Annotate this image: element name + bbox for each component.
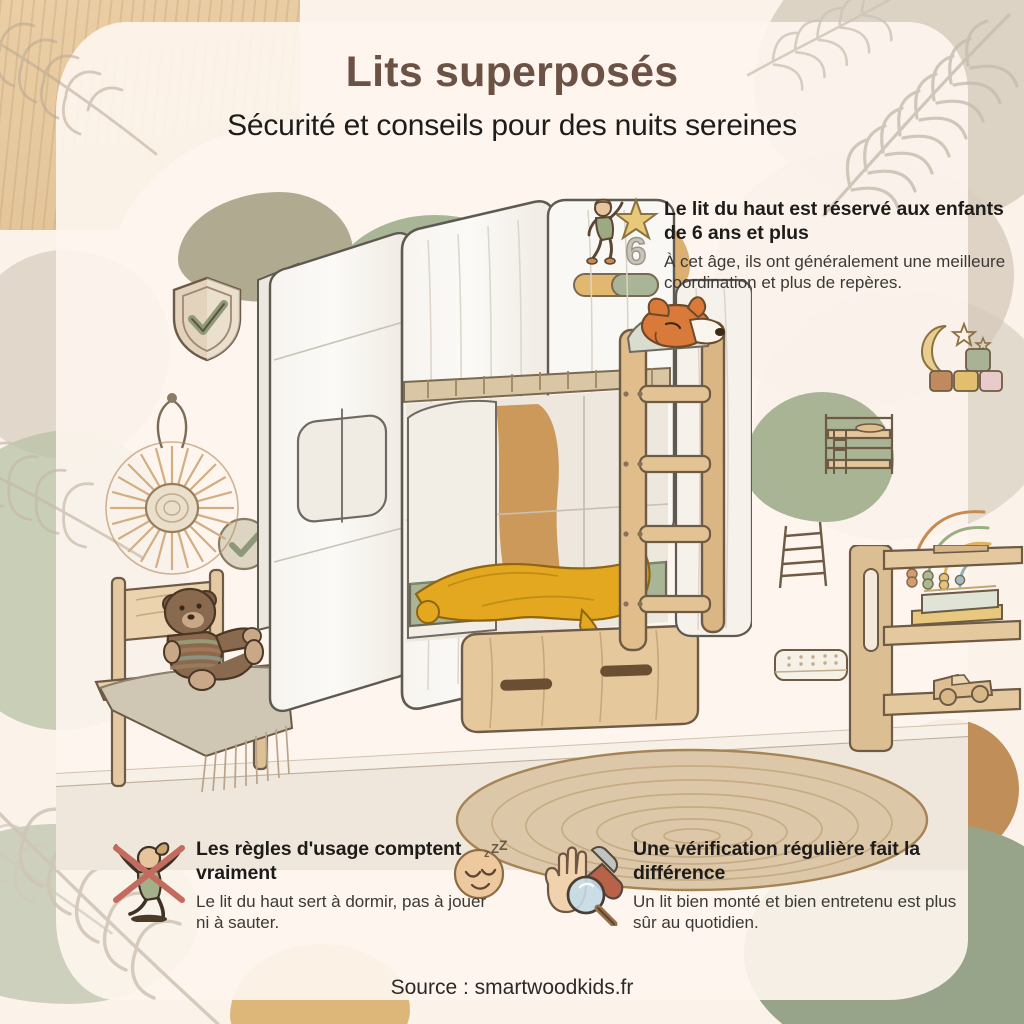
teddy-bear-icon <box>162 587 264 691</box>
no-jumping-child-icon <box>113 842 185 922</box>
wooden-blocks-icon <box>929 348 1003 392</box>
hand-magnifier-screwdriver-icon <box>544 846 624 926</box>
page-title: Lits superposés <box>345 48 679 96</box>
fox-plush-icon <box>626 296 725 354</box>
svg-text:Z: Z <box>499 840 508 853</box>
palm-frond-small-icon <box>746 0 915 91</box>
header: Lits superposés Sécurité et conseils pou… <box>0 48 1024 143</box>
svg-text:6: 6 <box>625 231 646 270</box>
callout-age-body: À cet âge, ils ont généralement une meil… <box>664 251 1006 293</box>
small-ladder-icon <box>778 521 828 589</box>
callout-rules-title: Les règles d'usage comptent vraiment <box>196 838 462 884</box>
bunk-bed-icon <box>824 414 894 474</box>
background-blob-right-green <box>744 392 894 522</box>
rainbow-stacker-icon <box>906 510 994 591</box>
palm-frond-top-left-icon <box>0 22 158 156</box>
callout-check-title: Une vérification régulière fait la diffé… <box>633 838 921 884</box>
svg-text:Z: Z <box>491 841 499 856</box>
page-subtitle: Sécurité et conseils pour des nuits sere… <box>227 109 797 142</box>
callout-rules-body: Le lit du haut sert à dormir, pas à joue… <box>196 891 487 933</box>
toy-car-icon <box>933 673 994 706</box>
rattan-sunburst-wall-hanging-icon <box>105 393 239 575</box>
callout-rules: Les règles d'usage comptent vraiment Le … <box>196 838 496 934</box>
callout-check: Une vérification régulière fait la diffé… <box>633 838 973 934</box>
palm-frond-left-icon <box>0 441 145 560</box>
wooden-chair-with-teddy-bear <box>94 568 294 793</box>
sleeping-face-icon: z Z Z <box>453 840 508 900</box>
callout-check-body: Un lit bien monté et bien entretenu est … <box>633 891 957 933</box>
source-footer: Source : smartwoodkids.fr <box>390 976 634 999</box>
climbing-child-star-six-icon: 6 <box>586 197 659 270</box>
callout-age-title: Le lit du haut est réservé aux enfants d… <box>664 198 1004 244</box>
wooden-wall-shelf <box>848 545 1024 753</box>
callout-age: Le lit du haut est réservé aux enfants d… <box>664 198 1016 294</box>
palm-frond-icon <box>822 13 1019 217</box>
white-house-bunk-bed <box>257 198 752 734</box>
mattress-icon <box>774 649 848 681</box>
svg-text:z: z <box>484 848 490 860</box>
shield-check-icon <box>172 276 242 362</box>
